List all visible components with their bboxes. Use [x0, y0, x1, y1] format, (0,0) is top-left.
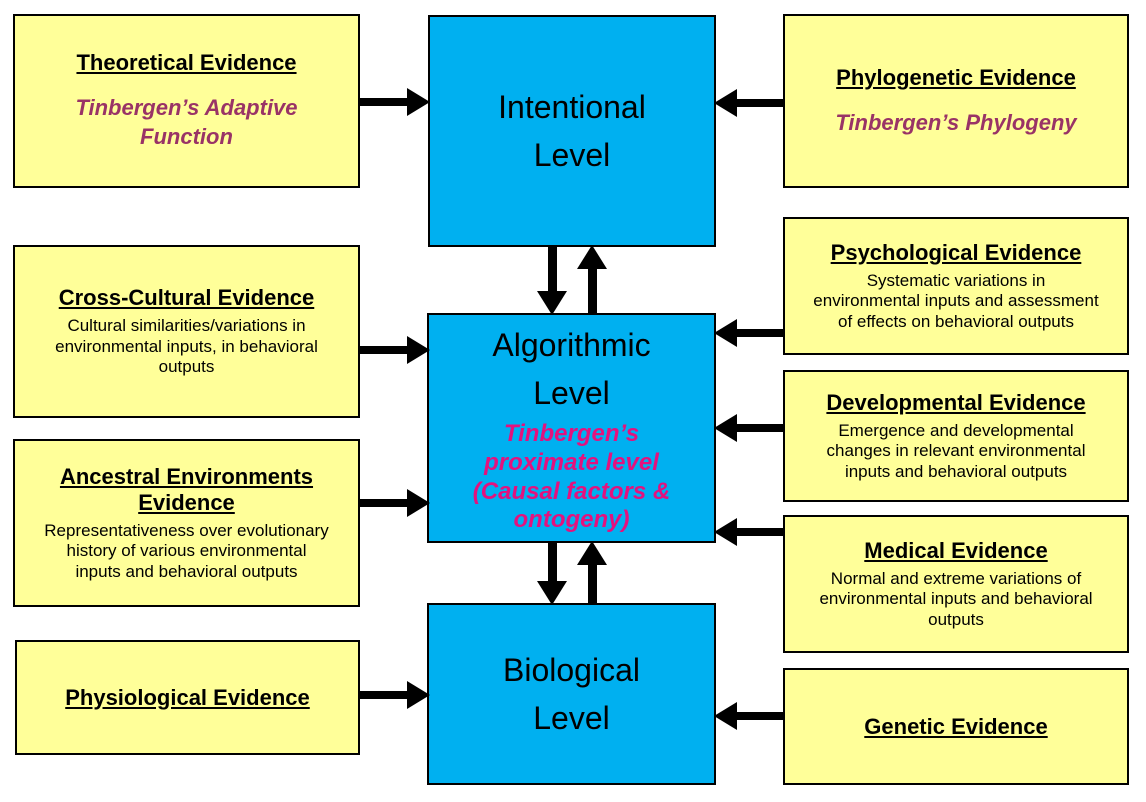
cross-cultural-evidence-heading: Cross-Cultural Evidence: [58, 285, 315, 311]
physiological-evidence-heading: Physiological Evidence: [65, 684, 310, 710]
arrow-algorithmic-to-biological: [537, 541, 567, 605]
theoretical-evidence-subtitle: Tinbergen’s Adaptive Function: [75, 95, 298, 149]
arrow-shaft: [587, 561, 597, 605]
arrow-shaft: [734, 528, 785, 536]
arrow-head-left-icon: [714, 702, 737, 730]
arrow-shaft: [734, 329, 785, 337]
box-developmental-evidence: Developmental Evidence Emergence and dev…: [783, 370, 1129, 502]
arrow-shaft: [358, 691, 410, 699]
arrow-head-right-icon: [407, 336, 430, 364]
arrow-physiological-to-biological: [358, 681, 430, 709]
arrow-head-left-icon: [714, 518, 737, 546]
developmental-evidence-heading: Developmental Evidence: [826, 389, 1086, 415]
arrow-head-up-icon: [577, 245, 607, 269]
arrow-psychological-to-algorithmic: [714, 319, 785, 347]
arrow-head-right-icon: [407, 681, 430, 709]
box-medical-evidence: Medical Evidence Normal and extreme vari…: [783, 515, 1129, 653]
arrow-developmental-to-algorithmic: [714, 414, 785, 442]
arrow-head-left-icon: [714, 89, 737, 117]
algorithmic-level-title: Algorithmic Level: [492, 326, 651, 411]
box-ancestral-environments-evidence: Ancestral Environments Evidence Represen…: [13, 439, 360, 607]
arrow-head-right-icon: [407, 489, 430, 517]
phylogenetic-evidence-heading: Phylogenetic Evidence: [836, 64, 1076, 90]
arrow-head-left-icon: [714, 414, 737, 442]
arrow-biological-to-algorithmic: [577, 541, 607, 605]
arrow-cross-cultural-to-algorithmic: [358, 336, 430, 364]
theoretical-evidence-heading: Theoretical Evidence: [76, 50, 297, 76]
arrow-shaft: [358, 346, 410, 354]
arrow-shaft: [547, 245, 557, 295]
arrow-shaft: [734, 424, 785, 432]
box-physiological-evidence: Physiological Evidence: [15, 640, 360, 755]
genetic-evidence-heading: Genetic Evidence: [864, 713, 1048, 739]
cross-cultural-evidence-body: Cultural similarities/variations in envi…: [55, 316, 318, 377]
box-intentional-level: Intentional Level: [428, 15, 716, 247]
arrow-shaft: [734, 99, 785, 107]
arrow-head-down-icon: [537, 291, 567, 315]
arrow-head-up-icon: [577, 541, 607, 565]
arrow-medical-to-algorithmic: [714, 518, 785, 546]
box-theoretical-evidence: Theoretical Evidence Tinbergen’s Adaptiv…: [13, 14, 360, 188]
psychological-evidence-body: Systematic variations in environmental i…: [813, 270, 1099, 331]
developmental-evidence-body: Emergence and developmental changes in r…: [826, 420, 1086, 481]
box-phylogenetic-evidence: Phylogenetic Evidence Tinbergen’s Phylog…: [783, 14, 1129, 188]
arrow-shaft: [734, 712, 785, 720]
ancestral-environments-evidence-heading: Ancestral Environments Evidence: [59, 463, 314, 515]
intentional-level-title: Intentional Level: [498, 89, 646, 173]
arrow-shaft: [587, 265, 597, 315]
arrow-head-left-icon: [714, 319, 737, 347]
arrow-shaft: [358, 499, 410, 507]
psychological-evidence-heading: Psychological Evidence: [830, 239, 1082, 265]
arrow-head-down-icon: [537, 581, 567, 605]
phylogenetic-evidence-subtitle: Tinbergen’s Phylogeny: [835, 109, 1077, 135]
arrow-ancestral-to-algorithmic: [358, 489, 430, 517]
box-genetic-evidence: Genetic Evidence: [783, 668, 1129, 785]
ancestral-environments-evidence-body: Representativeness over evolutionary his…: [44, 520, 329, 581]
box-psychological-evidence: Psychological Evidence Systematic variat…: [783, 217, 1129, 355]
box-biological-level: Biological Level: [427, 603, 716, 785]
arrow-genetic-to-biological: [714, 702, 785, 730]
medical-evidence-body: Normal and extreme variations of environ…: [819, 568, 1093, 629]
arrow-shaft: [358, 98, 410, 106]
box-cross-cultural-evidence: Cross-Cultural Evidence Cultural similar…: [13, 245, 360, 418]
medical-evidence-heading: Medical Evidence: [864, 537, 1048, 563]
arrow-phylogenetic-to-intentional: [714, 89, 785, 117]
arrow-theoretical-to-intentional: [358, 88, 430, 116]
box-algorithmic-level: Algorithmic Level Tinbergen’s proximate …: [427, 313, 716, 543]
algorithmic-level-subtitle: Tinbergen’s proximate level (Causal fact…: [472, 419, 671, 534]
biological-level-title: Biological Level: [503, 652, 640, 736]
arrow-algorithmic-to-intentional: [577, 245, 607, 315]
arrow-head-right-icon: [407, 88, 430, 116]
arrow-intentional-to-algorithmic: [537, 245, 567, 315]
arrow-shaft: [547, 541, 557, 585]
